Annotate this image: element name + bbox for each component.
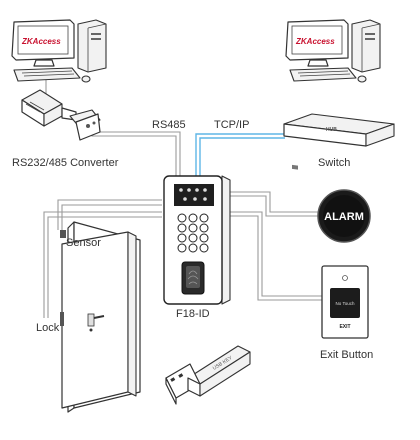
wire-sensor-b — [61, 204, 162, 232]
pc-icon: ZKAccess — [11, 19, 107, 83]
lock-label: Lock — [36, 322, 60, 334]
switch: HUB Switch — [283, 113, 395, 170]
wire-sensor — [57, 199, 162, 230]
converter-icon — [21, 89, 101, 141]
wire-lock-b — [47, 216, 162, 318]
usb-key: USB KEY — [165, 345, 251, 405]
pc-left-brand: ZKAccess — [21, 37, 61, 46]
exit-button: No Touch EXIT Exit Button — [320, 265, 373, 361]
sensor-label: Sensor — [66, 237, 101, 249]
alarm-icon: ALARM — [317, 189, 371, 243]
alarm: ALARM — [317, 189, 371, 243]
converter-label: RS232/485 Converter — [12, 157, 119, 169]
pc-icon: ZKAccess — [285, 19, 381, 83]
wire-tcpip — [195, 133, 285, 178]
exit-button-face-text: No Touch — [336, 301, 355, 306]
exit-button-label: Exit Button — [320, 349, 373, 361]
wire-exit — [228, 211, 322, 297]
door-icon — [60, 221, 141, 413]
door: Sensor Lock — [36, 221, 141, 413]
pc-left: ZKAccess — [11, 19, 107, 83]
pc-right-brand: ZKAccess — [295, 37, 335, 46]
access-terminal: F18-ID — [163, 175, 231, 320]
usb-key-icon: USB KEY — [165, 345, 251, 405]
access-terminal-icon — [163, 175, 231, 305]
wire-alarm-b — [228, 195, 318, 217]
wire-exit-b — [228, 215, 322, 301]
switch-label: Switch — [318, 157, 350, 169]
device-label: F18-ID — [176, 308, 210, 320]
wire-lock — [43, 211, 162, 318]
wire-alarm — [228, 191, 318, 213]
exit-button-sub-text: EXIT — [339, 324, 350, 330]
rs485-label: RS485 — [152, 119, 186, 131]
wire-tcpip-b — [199, 137, 285, 178]
wires — [43, 80, 322, 318]
wire-rs485-b — [91, 128, 177, 178]
exit-button-icon: No Touch EXIT — [321, 265, 369, 339]
pc-right: ZKAccess — [285, 19, 381, 83]
converter: RS232/485 Converter — [12, 89, 119, 169]
tcpip-label: TCP/IP — [214, 119, 249, 131]
alarm-text: ALARM — [324, 211, 364, 223]
switch-icon: HUB — [283, 113, 395, 170]
switch-face-text: HUB — [326, 127, 337, 133]
